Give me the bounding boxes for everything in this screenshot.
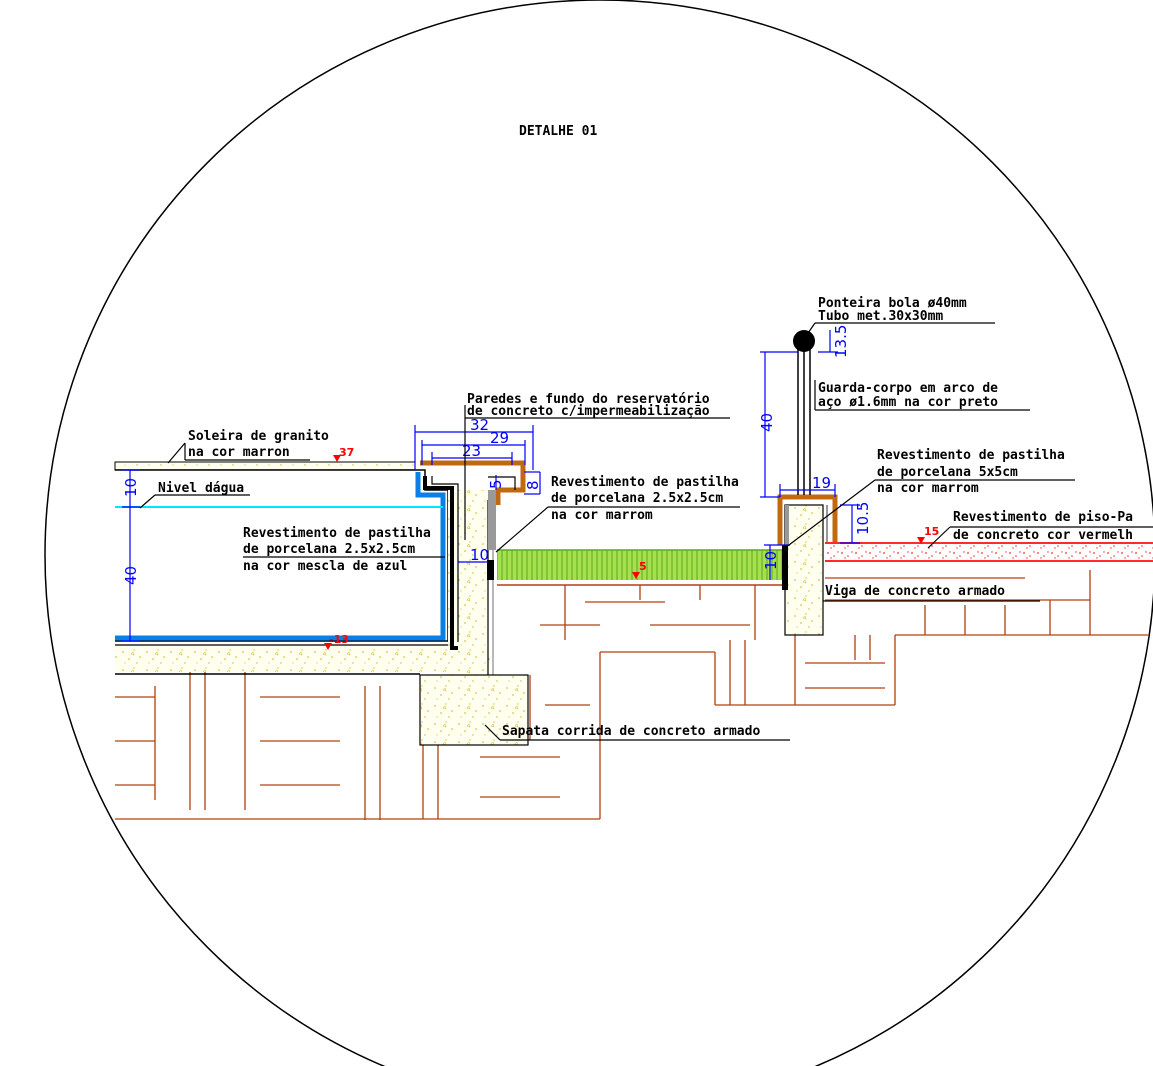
dim-5: 5	[487, 479, 505, 489]
level-marker-pool-bottom: -13	[324, 633, 349, 650]
dim-10-right: 10	[762, 551, 780, 570]
dim-23: 23	[462, 442, 481, 460]
label-soleira-2: na cor marron	[188, 445, 290, 460]
label-tile-right-3: na cor marrom	[877, 481, 979, 496]
label-piso-1: Revestimento de piso-Pa	[953, 510, 1133, 525]
level-marker-soleira: 37	[333, 446, 354, 462]
label-tile-right-1: Revestimento de pastilha	[877, 448, 1065, 463]
sapata-footing	[419, 674, 529, 746]
dim-29: 29	[490, 429, 509, 447]
soleira-slab	[114, 461, 416, 471]
detail-circle	[44, 0, 1153, 1066]
label-pool-tile-3: na cor mescla de azul	[243, 559, 407, 574]
svg-text:-13: -13	[329, 633, 349, 646]
svg-text:5: 5	[639, 560, 647, 573]
label-nivel: Nivel dágua	[158, 481, 244, 496]
label-tile-mid-2: de porcelana 2.5x2.5cm	[551, 491, 723, 506]
railing-wall	[784, 504, 824, 636]
pool-tile	[115, 472, 446, 641]
dim-10-top: 10	[122, 478, 140, 497]
leader-lines	[139, 322, 1153, 741]
dim-40-pool: 40	[122, 566, 140, 585]
dim-40-rail: 40	[758, 413, 776, 432]
label-tile-right-2: de porcelana 5x5cm	[877, 465, 1018, 480]
label-guarda-1: Guarda-corpo em arco de	[818, 381, 998, 396]
label-pool-tile-2: de porcelana 2.5x2.5cm	[243, 542, 415, 557]
wall-cap-tile	[420, 460, 526, 505]
label-piso-2: de concreto cor vermelh	[953, 528, 1133, 543]
label-ponteira-2: Tubo met.30x30mm	[818, 309, 943, 324]
pool-water	[115, 470, 448, 641]
label-tile-mid-1: Revestimento de pastilha	[551, 475, 739, 490]
label-ponteira-1: Ponteira bola ø40mm	[818, 296, 967, 311]
detail-title: DETALHE 01	[519, 124, 597, 139]
label-sapata: Sapata corrida de concreto armado	[502, 724, 760, 739]
label-walls-2: de concreto c/impermeabilização	[467, 404, 710, 419]
dim-10-5: 10.5	[854, 502, 872, 535]
label-guarda-2: aço ø1.6mm na cor preto	[818, 395, 998, 410]
pool-bottom-concrete	[115, 645, 490, 672]
dim-32: 32	[470, 416, 489, 434]
dim-19: 19	[812, 474, 831, 492]
svg-text:37: 37	[339, 446, 354, 459]
pool-side-wall	[448, 490, 488, 675]
level-marker-grass: 5	[632, 560, 647, 579]
label-tile-mid-3: na cor marrom	[551, 508, 653, 523]
soil-hatching	[115, 570, 1153, 820]
dim-10-wall: 10	[470, 546, 489, 564]
label-soleira-1: Soleira de granito	[188, 429, 329, 444]
red-floor	[825, 543, 1153, 560]
label-pool-tile-1: Revestimento de pastilha	[243, 526, 431, 541]
dim-8: 8	[524, 480, 542, 490]
level-marker-floor: 15	[917, 525, 939, 544]
ponteira-ball	[793, 330, 815, 352]
railing-cap-tile	[777, 494, 838, 545]
grass-area	[497, 550, 785, 580]
svg-text:15: 15	[924, 525, 939, 538]
dim-13-5: 13.5	[832, 325, 850, 358]
label-walls-1: Paredes e fundo do reservatório	[467, 392, 710, 407]
label-viga: Viga de concreto armado	[825, 584, 1005, 599]
dimension-lines	[122, 330, 860, 642]
